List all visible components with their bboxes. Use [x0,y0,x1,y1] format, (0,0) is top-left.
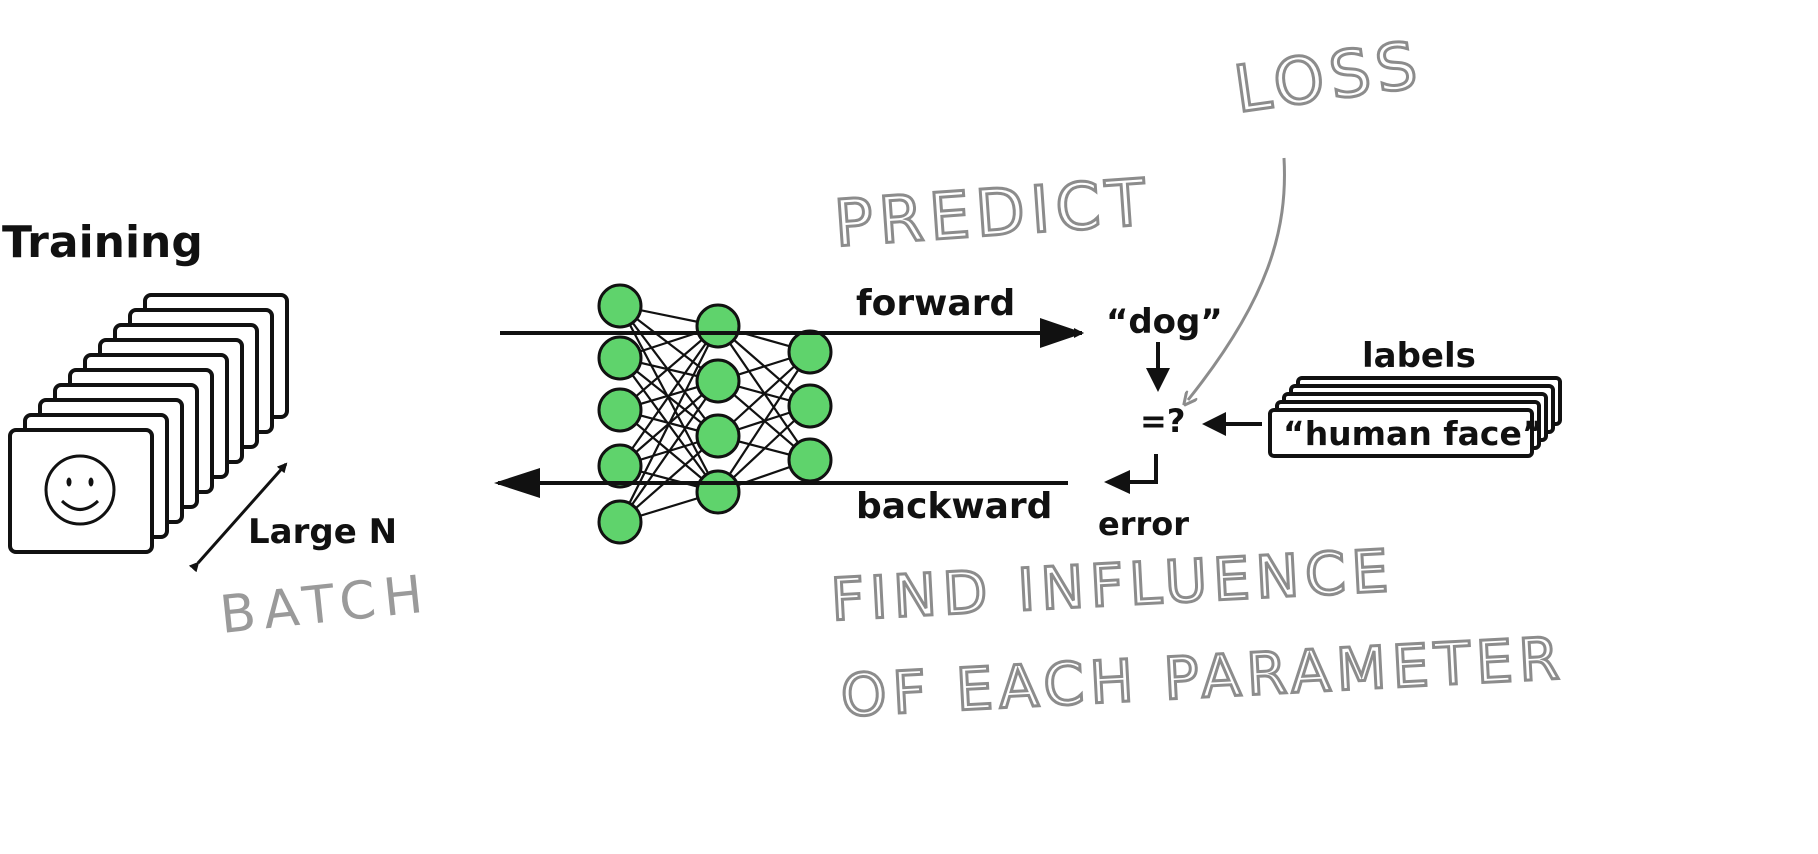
front-image-card [8,428,154,554]
forward-arrowhead [1040,318,1084,348]
network-edge [717,351,811,493]
training-title: Training [2,217,203,268]
label-to-compare-arrowhead [1202,412,1226,436]
network-edge [619,325,719,523]
loss-note: LOSS [1230,28,1427,128]
loss-pointer-arrow [1188,157,1286,400]
network-edge [619,380,719,523]
error-return-arrow [1126,454,1158,484]
network-node [695,358,741,404]
front-label-card [1268,408,1534,458]
error-label: error [1098,505,1189,543]
compare-symbol: =? [1140,402,1185,440]
network-node [695,469,741,515]
backward-arrowhead [494,468,540,498]
network-node [787,437,833,483]
prediction-down-arrowhead [1146,368,1170,392]
network-node [695,413,741,459]
network-node [597,335,643,381]
prediction-output: “dog” [1106,302,1223,342]
network-edge [619,325,719,467]
network-nodes [597,283,833,545]
error-return-arrowhead [1104,470,1130,494]
labels-title: labels [1362,336,1476,376]
network-node [597,499,643,545]
label-value: “human face” [1283,414,1544,453]
network-node [597,283,643,329]
network-node [695,303,741,349]
influence-note-line2: OF EACH PARAMETER [839,624,1567,730]
network-node [787,383,833,429]
predict-note: PREDICT [832,166,1154,262]
backward-label: backward [856,486,1052,527]
network-node [597,387,643,433]
batch-size-double-arrow [188,462,288,573]
network-node [787,329,833,375]
batch-note: BATCH [217,564,433,646]
network-node [597,443,643,489]
smiley-face-icon [44,454,116,526]
large-n-label: Large N [248,512,397,552]
influence-note-line1: FIND INFLUENCE [829,537,1396,634]
network-edge [619,305,719,437]
forward-label: forward [856,283,1015,324]
network-edge [619,305,719,493]
